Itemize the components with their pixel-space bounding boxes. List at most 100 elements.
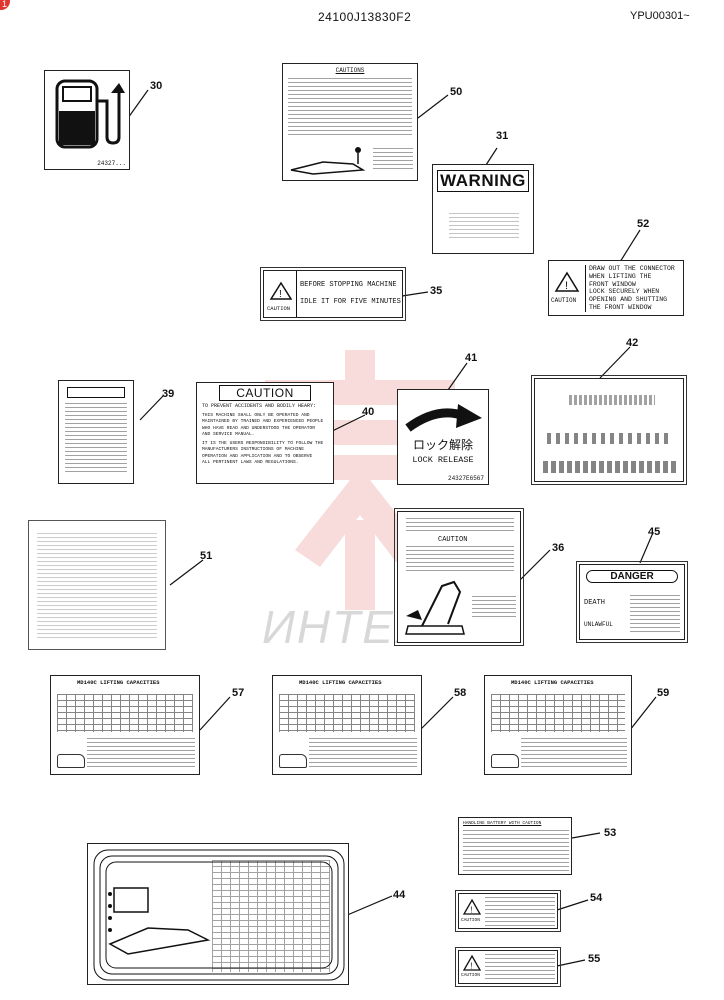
decal-52-line: FRONT WINDOW <box>589 280 636 288</box>
decal-35-line1: BEFORE STOPPING MACHINE <box>300 281 397 289</box>
decal-52-line: DRAW OUT THE CONNECTOR <box>589 265 675 272</box>
decal-41-jp: ロック解除 <box>412 438 473 452</box>
decal-40-line: WHO HAVE READ AND UNDERSTOOD THE OPERATO… <box>202 425 316 431</box>
decal-52-line: THE FRONT WINDOW <box>589 303 652 311</box>
decal-40-line: TO PREVENT ACCIDENTS AND BODILY HEARY: <box>202 403 317 409</box>
svg-text:!: ! <box>471 906 473 915</box>
callout-53: 53 <box>604 827 617 839</box>
decal-53-title: HANDLING BATTERY WITH CAUTION <box>463 821 542 826</box>
decal-40-line: THIS MACHINE SHALL ONLY BE OPERATED AND <box>202 413 310 418</box>
excavator-icon <box>491 754 519 768</box>
warning-triangle-icon: ! <box>462 898 482 915</box>
decal-57-notes <box>87 738 195 770</box>
decal-35-line2: IDLE IT FOR FIVE MINUTES <box>300 298 401 306</box>
callout-30: 30 <box>150 80 163 92</box>
decal-54-text <box>485 897 555 927</box>
decal-58-table <box>279 694 415 732</box>
callout-52: 52 <box>637 218 650 230</box>
decal-50-title: CAUTIONS <box>335 67 365 74</box>
decal-36-title: CAUTION <box>438 536 468 544</box>
callout-54: 54 <box>590 892 603 904</box>
decal-30-code: 24327... <box>97 160 126 167</box>
decal-50-cautions: CAUTIONS <box>282 63 418 181</box>
callout-44: 44 <box>393 889 406 901</box>
decal-45-text <box>630 595 680 635</box>
curved-arrow-icon <box>405 404 482 432</box>
decal-59-lifting: MD140C LIFTING CAPACITIES <box>484 675 632 775</box>
decal-42-line2 <box>547 433 673 444</box>
decal-57-title: MD140C LIFTING CAPACITIES <box>77 679 160 686</box>
callout-51: 51 <box>200 550 213 562</box>
decal-52-badge: CAUTION <box>551 297 577 304</box>
decal-31-text <box>449 213 519 239</box>
warning-triangle-icon: ! <box>269 281 293 300</box>
svg-text:!: ! <box>471 962 473 971</box>
decal-55-badge: CAUTION <box>461 973 480 978</box>
decal-53-battery: HANDLING BATTERY WITH CAUTION <box>458 817 572 875</box>
decal-57-table <box>57 694 193 732</box>
decal-59-table <box>491 694 625 732</box>
decal-39-header <box>67 387 125 398</box>
callout-57: 57 <box>232 687 245 699</box>
callout-45: 45 <box>648 526 661 538</box>
callout-59: 59 <box>657 687 670 699</box>
decal-52-line: OPENING AND SHUTTING <box>589 296 668 304</box>
decal-41-lock-release: ロック解除 LOCK RELEASE 24327E6567 <box>397 389 489 485</box>
decal-40-line: MAINTAINED BY TRAINED AND EXPERIENCED PE… <box>202 419 324 425</box>
warning-triangle-icon: ! <box>554 271 580 292</box>
decal-40-title: CAUTION <box>219 385 311 401</box>
decal-35-badge: CAUTION <box>267 305 291 312</box>
decal-36-caution: CAUTION <box>394 508 524 646</box>
decal-54-caution: ! CAUTION <box>455 890 561 932</box>
decal-40-line: OPERATION AND APPLICATION AND TO OBSERVE <box>202 453 313 459</box>
decal-31-title: WARNING <box>437 170 529 192</box>
decal-52-lines: DRAW OUT THE CONNECTOR WHEN LIFTING THE … <box>585 265 675 312</box>
callout-31: 31 <box>496 130 509 142</box>
decal-52-line: WHEN LIFTING THE <box>589 272 652 280</box>
callout-35: 35 <box>430 285 443 297</box>
serial-range: YPU00301~ <box>630 10 690 22</box>
decal-31-warning: WARNING <box>432 164 534 254</box>
decal-40-line: IT IS THE USERS RESPONSIBILITY TO FOLLOW… <box>202 441 324 447</box>
decal-36-text <box>406 546 514 574</box>
callout-58: 58 <box>454 687 467 699</box>
decal-44-maintenance-chart <box>87 843 349 985</box>
svg-text:!: ! <box>565 280 568 292</box>
decal-59-title: MD140C LIFTING CAPACITIES <box>511 679 594 686</box>
corner-marker: 1 <box>0 0 10 10</box>
decal-58-lifting: MD140C LIFTING CAPACITIES <box>272 675 422 775</box>
callout-55: 55 <box>588 953 601 965</box>
callout-42: 42 <box>626 337 639 349</box>
callout-39: 39 <box>162 388 175 400</box>
decal-36-side-text <box>472 596 516 620</box>
decal-30-fuel: 24327... <box>44 70 130 170</box>
decal-45-title: DANGER <box>586 570 678 583</box>
decal-45-word1: DEATH <box>584 599 606 607</box>
decal-41-code: 24327E6567 <box>447 475 484 482</box>
decal-53-text <box>463 830 569 872</box>
svg-text:!: ! <box>279 289 282 300</box>
decal-42-line3 <box>543 461 677 473</box>
decal-54-badge: CAUTION <box>461 918 480 923</box>
decal-52-caution: ! CAUTION DRAW OUT THE CONNECTOR WHEN LI… <box>548 260 684 316</box>
decal-58-notes <box>309 738 417 770</box>
excavator-icon <box>405 580 465 635</box>
decal-55-text <box>485 954 555 982</box>
decal-35-caution: ! CAUTION BEFORE STOPPING MACHINE IDLE I… <box>260 267 406 321</box>
decal-40-line: ALL PERTINENT LAWS AND REGULATIONS. <box>202 460 299 466</box>
decal-51 <box>28 520 166 650</box>
decal-36-header-text <box>406 518 514 532</box>
excavator-icon <box>279 754 307 768</box>
decal-44-frame <box>93 849 345 981</box>
decal-40-caution: CAUTION TO PREVENT ACCIDENTS AND BODILY … <box>196 382 334 484</box>
callout-50: 50 <box>450 86 463 98</box>
callout-41: 41 <box>465 352 478 364</box>
decal-52-line: LOCK SECURELY WHEN <box>589 288 660 296</box>
decal-40-line: MANUFACTURERS INSTRUCTIONS OF MACHINE <box>202 447 304 453</box>
doc-code: 24100J13830F2 <box>318 10 412 24</box>
decal-55-caution: ! CAUTION <box>455 947 561 987</box>
decal-40-lines: TO PREVENT ACCIDENTS AND BODILY HEARY: T… <box>197 401 333 468</box>
decal-59-notes <box>521 738 627 770</box>
decal-40-line: AND SERVICE MANUAL. <box>202 431 255 437</box>
decal-50-text <box>288 78 412 136</box>
